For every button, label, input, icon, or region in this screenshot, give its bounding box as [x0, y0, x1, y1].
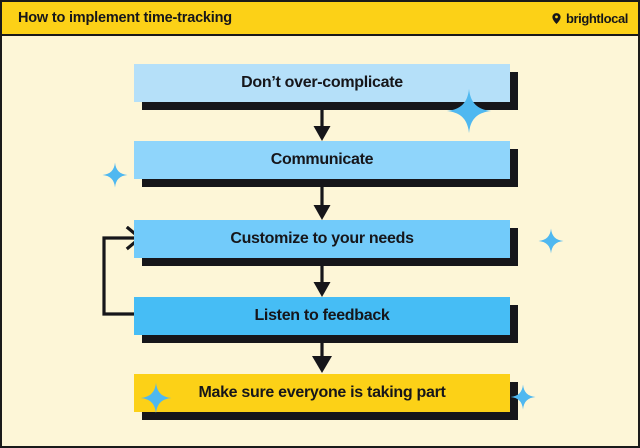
flow-step-5-label: Make sure everyone is taking part [198, 384, 446, 401]
sparkle-icon [510, 384, 536, 410]
flow-step-3-label: Customize to your needs [230, 230, 414, 247]
flow-step-1-face: Don’t over-complicate [134, 64, 510, 102]
flow-step-4[interactable]: Listen to feedback [134, 297, 518, 343]
brand-logo: brightlocal [550, 11, 628, 26]
flowchart: Don’t over-complicate Communicate Custom… [2, 36, 638, 446]
sparkle-icon [140, 382, 172, 414]
flow-step-2-label: Communicate [270, 151, 374, 168]
page-title: How to implement time-tracking [18, 10, 232, 26]
flow-step-3-face: Customize to your needs [134, 220, 510, 258]
flow-step-5-face: Make sure everyone is taking part [134, 374, 510, 412]
flow-step-4-face: Listen to feedback [134, 297, 510, 335]
flow-step-5[interactable]: Make sure everyone is taking part [134, 374, 518, 420]
sparkle-icon [446, 88, 492, 134]
pin-heart-icon [552, 12, 561, 24]
flow-step-1-label: Don’t over-complicate [241, 74, 403, 91]
flow-step-3[interactable]: Customize to your needs [134, 220, 518, 266]
header-bar: How to implement time-tracking brightloc… [2, 2, 638, 36]
flow-step-2-face: Communicate [134, 141, 510, 179]
sparkle-icon [538, 228, 564, 254]
flow-step-4-label: Listen to feedback [254, 307, 390, 324]
brand-name: brightlocal [565, 10, 628, 26]
flow-step-2[interactable]: Communicate [134, 141, 518, 187]
sparkle-icon [102, 162, 128, 188]
flow-step-1[interactable]: Don’t over-complicate [134, 64, 518, 110]
